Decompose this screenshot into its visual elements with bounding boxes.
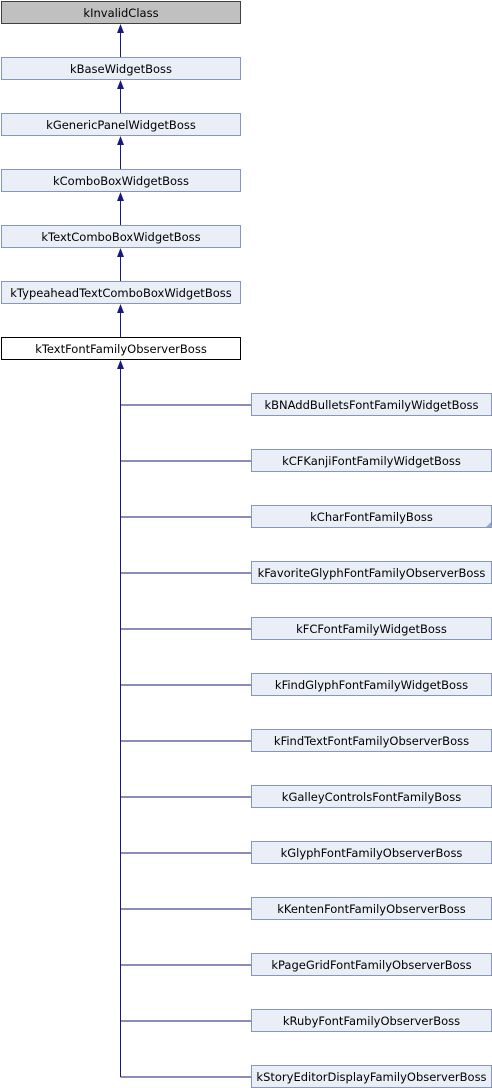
- class-node-k-char-font-family-boss-label: kCharFontFamilyBoss: [310, 510, 433, 524]
- class-node-k-typeahead-text-combo-box-widget-boss[interactable]: kTypeaheadTextComboBoxWidgetBoss: [1, 281, 241, 304]
- class-node-k-find-glyph-font-family-widget-boss-label: kFindGlyphFontFamilyWidgetBoss: [275, 678, 468, 692]
- class-node-k-invalid-class[interactable]: kInvalidClass: [1, 1, 241, 24]
- class-node-k-generic-panel-widget-boss-box: [1, 113, 241, 136]
- class-node-k-story-editor-display-family-observer-boss-label: kStoryEditorDisplayFamilyObserverBoss: [256, 1070, 486, 1084]
- class-node-k-invalid-class-box: [1, 1, 241, 24]
- inheritance-arrow-icon: [117, 248, 124, 257]
- class-node-k-ruby-font-family-observer-boss-label: kRubyFontFamilyObserverBoss: [283, 1014, 460, 1028]
- class-node-k-kenten-font-family-observer-boss[interactable]: kKentenFontFamilyObserverBoss: [251, 897, 492, 920]
- class-node-k-find-text-font-family-observer-boss-label: kFindTextFontFamilyObserverBoss: [274, 734, 469, 748]
- class-node-k-favorite-glyph-font-family-observer-boss-label: kFavoriteGlyphFontFamilyObserverBoss: [258, 566, 486, 580]
- class-node-k-char-font-family-boss[interactable]: kCharFontFamilyBoss: [251, 505, 492, 528]
- class-node-k-galley-controls-font-family-boss-label: kGalleyControlsFontFamilyBoss: [282, 790, 461, 804]
- class-node-k-text-combo-box-widget-boss[interactable]: kTextComboBoxWidgetBoss: [1, 225, 241, 248]
- class-node-k-page-grid-font-family-observer-boss-label: kPageGridFontFamilyObserverBoss: [271, 958, 471, 972]
- class-node-k-text-combo-box-widget-boss-box: [1, 225, 241, 248]
- class-node-k-base-widget-boss-label: kBaseWidgetBoss: [70, 62, 172, 76]
- inheritance-arrow-icon: [117, 192, 124, 201]
- class-node-k-generic-panel-widget-boss[interactable]: kGenericPanelWidgetBoss: [1, 113, 241, 136]
- class-node-k-find-glyph-font-family-widget-boss[interactable]: kFindGlyphFontFamilyWidgetBoss: [251, 673, 492, 696]
- class-node-k-typeahead-text-combo-box-widget-boss-box: [1, 281, 241, 304]
- class-node-k-bn-add-bullets-font-family-widget-boss[interactable]: kBNAddBulletsFontFamilyWidgetBoss: [251, 393, 492, 416]
- inheritance-arrow-icon: [117, 360, 124, 369]
- inheritance-arrow-icon: [117, 80, 124, 89]
- class-node-k-glyph-font-family-observer-boss-label: kGlyphFontFamilyObserverBoss: [281, 846, 463, 860]
- class-node-k-combo-box-widget-boss[interactable]: kComboBoxWidgetBoss: [1, 169, 241, 192]
- class-node-k-text-font-family-observer-boss-label: kTextFontFamilyObserverBoss: [35, 342, 207, 356]
- class-node-k-find-text-font-family-observer-boss[interactable]: kFindTextFontFamilyObserverBoss: [251, 729, 492, 752]
- class-node-k-kenten-font-family-observer-boss-label: kKentenFontFamilyObserverBoss: [277, 902, 466, 916]
- truncated-marker-icon: [486, 522, 491, 527]
- class-node-k-invalid-class-label: kInvalidClass: [83, 6, 158, 20]
- class-node-k-story-editor-display-family-observer-boss[interactable]: kStoryEditorDisplayFamilyObserverBoss: [251, 1065, 492, 1088]
- class-node-k-combo-box-widget-boss-box: [1, 169, 241, 192]
- class-node-k-base-widget-boss[interactable]: kBaseWidgetBoss: [1, 57, 241, 80]
- class-node-k-ruby-font-family-observer-boss[interactable]: kRubyFontFamilyObserverBoss: [251, 1009, 492, 1032]
- class-node-k-text-font-family-observer-boss[interactable]: kTextFontFamilyObserverBoss: [1, 337, 241, 360]
- class-node-k-favorite-glyph-font-family-observer-boss[interactable]: kFavoriteGlyphFontFamilyObserverBoss: [251, 561, 492, 584]
- class-node-k-base-widget-boss-box: [1, 57, 241, 80]
- class-node-k-bn-add-bullets-font-family-widget-boss-label: kBNAddBulletsFontFamilyWidgetBoss: [264, 398, 478, 412]
- class-node-k-fc-font-family-widget-boss[interactable]: kFCFontFamilyWidgetBoss: [251, 617, 492, 640]
- class-node-k-cf-kanji-font-family-widget-boss-label: kCFKanjiFontFamilyWidgetBoss: [282, 454, 461, 468]
- class-node-k-fc-font-family-widget-boss-label: kFCFontFamilyWidgetBoss: [296, 622, 447, 636]
- inheritance-arrow-icon: [117, 136, 124, 145]
- class-node-k-glyph-font-family-observer-boss[interactable]: kGlyphFontFamilyObserverBoss: [251, 841, 492, 864]
- class-node-k-generic-panel-widget-boss-label: kGenericPanelWidgetBoss: [46, 118, 196, 132]
- class-node-k-galley-controls-font-family-boss[interactable]: kGalleyControlsFontFamilyBoss: [251, 785, 492, 808]
- class-node-k-page-grid-font-family-observer-boss[interactable]: kPageGridFontFamilyObserverBoss: [251, 953, 492, 976]
- inheritance-arrow-icon: [117, 304, 124, 313]
- inheritance-edges: [117, 24, 251, 1078]
- class-node-k-text-font-family-observer-boss-box: [1, 337, 241, 360]
- class-node-k-cf-kanji-font-family-widget-boss[interactable]: kCFKanjiFontFamilyWidgetBoss: [251, 449, 492, 472]
- inheritance-arrow-icon: [117, 24, 124, 33]
- class-node-k-text-combo-box-widget-boss-label: kTextComboBoxWidgetBoss: [41, 230, 200, 244]
- class-node-k-combo-box-widget-boss-label: kComboBoxWidgetBoss: [53, 174, 189, 188]
- class-node-k-typeahead-text-combo-box-widget-boss-label: kTypeaheadTextComboBoxWidgetBoss: [10, 286, 231, 300]
